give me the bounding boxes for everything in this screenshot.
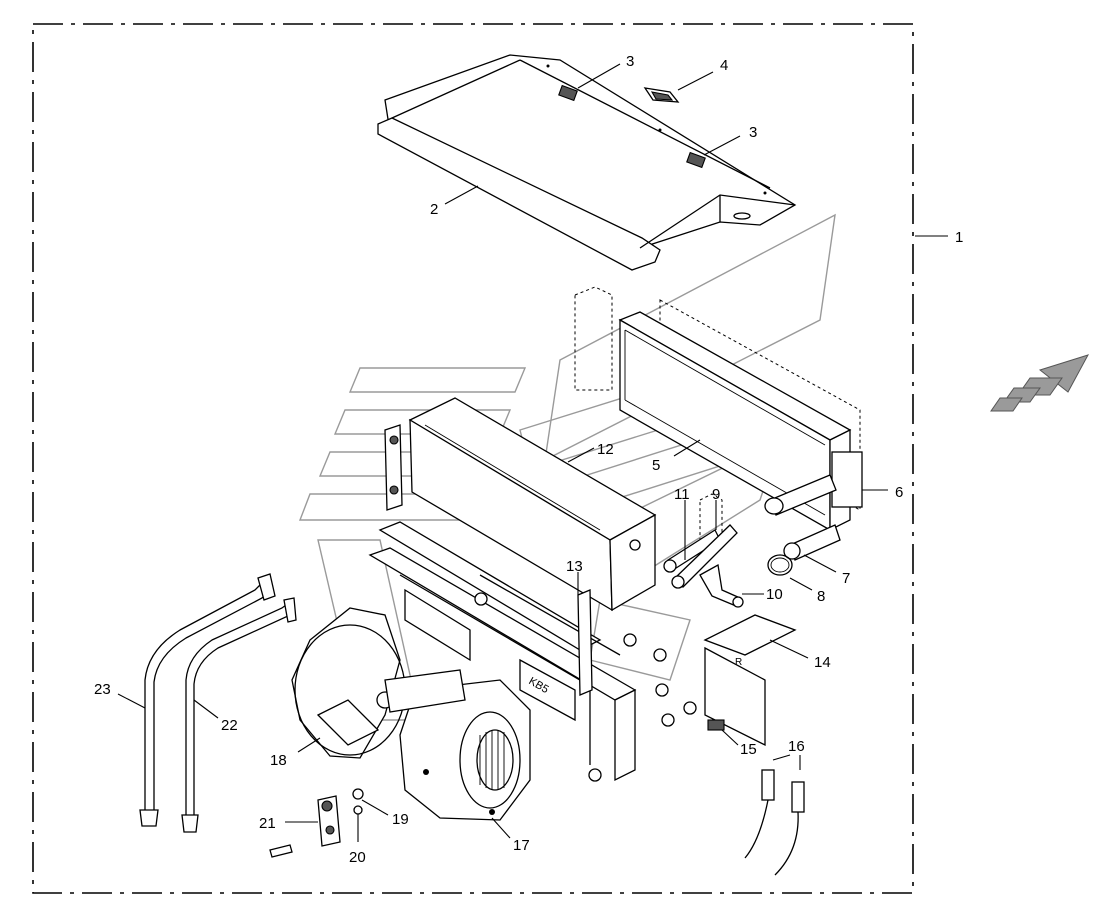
callout-13: 13: [566, 558, 583, 575]
callout-19: 19: [392, 811, 409, 828]
hose-part-22: [181, 597, 297, 833]
unit-nameplate-text: KB5: [527, 675, 551, 696]
strip-bracket-part-13: [577, 589, 593, 696]
clip-part-3-lower: [686, 151, 706, 169]
leader-lines: [117, 63, 948, 842]
callout-6: 6: [895, 484, 903, 501]
duct-block-outline: [574, 286, 723, 546]
callout-21: 21: [259, 815, 276, 832]
callout-9: 9: [712, 486, 720, 503]
callout-2: 2: [430, 201, 438, 218]
callout-22: 22: [221, 717, 238, 734]
svg-text:R: R: [735, 657, 742, 668]
hose-clamp-part-8: [767, 554, 793, 576]
fitting-cluster: [623, 633, 697, 727]
callout-3-upper: 3: [626, 53, 634, 70]
cover-panel-part-2: [377, 54, 797, 271]
callout-labels: 1 2 3 3 4 5 6 7 8 9 10 11 12 13 14 15 16…: [94, 53, 963, 866]
callout-18: 18: [270, 752, 287, 769]
callout-20: 20: [349, 849, 366, 866]
callout-4: 4: [720, 57, 728, 74]
o-ring-part-20: [353, 805, 363, 815]
blower-right-part-17: [399, 679, 531, 821]
callout-1: 1: [955, 229, 963, 246]
evaporator-housing-part-12: [384, 397, 657, 612]
callout-16: 16: [788, 738, 805, 755]
direction-arrow-icon: [990, 354, 1090, 412]
nameplate-label: KB5: [527, 675, 551, 696]
callout-23: 23: [94, 681, 111, 698]
callout-8: 8: [817, 588, 825, 605]
callout-11: 11: [674, 486, 690, 503]
sensor-cable-part-16: [744, 769, 805, 876]
pipe-part-11: [663, 529, 721, 573]
callout-17: 17: [513, 837, 530, 854]
callout-14: 14: [814, 654, 831, 671]
clip-part-3-upper: [558, 84, 578, 102]
motor-link: [384, 669, 466, 713]
expansion-valve-part-21: [269, 795, 341, 858]
blower-left-part-18: [291, 607, 406, 759]
callout-15: 15: [740, 741, 757, 758]
callout-3-lower: 3: [749, 124, 757, 141]
callout-7: 7: [842, 570, 850, 587]
fitting-part-15: [707, 719, 725, 731]
pipe-part-10: [699, 563, 744, 608]
o-ring-part-19: [352, 788, 364, 800]
assembly-border-frame: [32, 23, 914, 894]
pipe-part-9: [671, 524, 738, 589]
callout-12: 12: [597, 441, 614, 458]
hose-part-23: [139, 573, 276, 827]
callout-5: 5: [652, 457, 660, 474]
clip-part-4: [643, 87, 680, 103]
callout-10: 10: [766, 586, 783, 603]
core-pipe-fitting-part-6: [764, 451, 863, 561]
